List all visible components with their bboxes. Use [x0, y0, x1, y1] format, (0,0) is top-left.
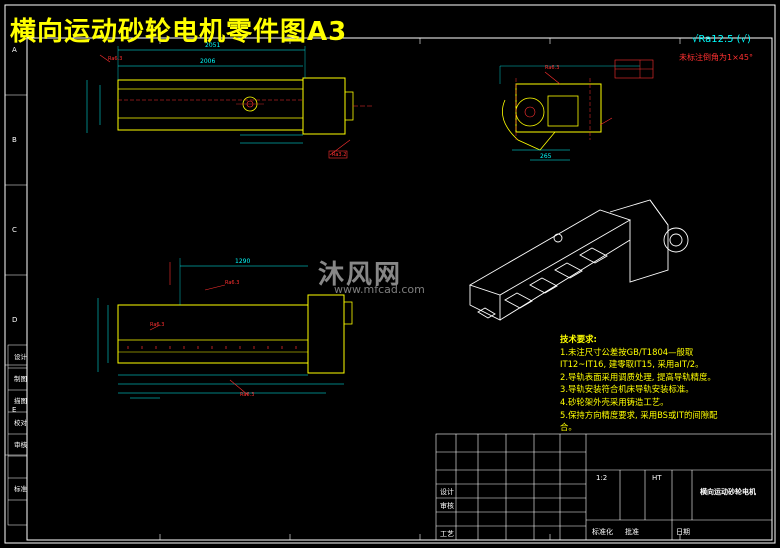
- dim-top-overall: 2051: [205, 42, 221, 49]
- zone-letter: E: [12, 406, 17, 414]
- tb-design: 设计: [440, 488, 454, 496]
- side-label: 制图: [14, 375, 27, 383]
- watermark-logo: 沐风网: [318, 260, 403, 290]
- roughness-note: √Ra12.5 (√): [692, 34, 751, 45]
- ra-tag: Ra6.3: [150, 322, 165, 328]
- tb-standard: 标准化: [592, 528, 613, 536]
- side-label: 标准: [14, 485, 27, 493]
- tb-check: 审核: [440, 502, 454, 510]
- front-view: [97, 258, 353, 399]
- title-block-lines: [435, 433, 773, 541]
- dim-end-width: 265: [540, 153, 552, 160]
- zone-letter: C: [12, 226, 17, 234]
- ra-tag: Ra6.3: [108, 56, 123, 62]
- requirement-line: 4.砂轮架外壳采用铸造工艺。: [560, 396, 669, 407]
- inner-frame: [26, 37, 773, 541]
- side-stamp: [7, 344, 28, 526]
- requirements-heading: 技术要求:: [560, 334, 597, 344]
- requirement-line: 1.未注尺寸公差按GB/T1804—般取: [560, 346, 694, 357]
- side-label: 校对: [14, 419, 27, 427]
- tb-scale-label: 1:2: [596, 474, 608, 482]
- tb-material: HT: [652, 474, 662, 482]
- requirement-line: 3.导轨安装符合机床导轨安装标准。: [560, 384, 694, 395]
- roughness-value: Ra12.5: [698, 34, 734, 45]
- side-label: 设计: [14, 353, 27, 361]
- zone-letter: B: [12, 136, 17, 144]
- tb-craft: 工艺: [440, 530, 454, 538]
- requirement-line: 合。: [560, 422, 577, 433]
- top-view: [86, 46, 372, 159]
- isometric-view: [468, 199, 689, 321]
- requirement-line: 5.保持方向精度要求, 采用BS或IT的间隙配: [560, 409, 718, 420]
- ra-tag: Ra6.3: [545, 65, 560, 71]
- side-label: 审核: [14, 441, 27, 449]
- tb-date: 日期: [676, 528, 690, 536]
- side-view: [499, 59, 654, 161]
- technical-requirements: 技术要求: 1.未注尺寸公差按GB/T1804—般取 IT12~IT16, 建零…: [560, 333, 770, 434]
- dim-bottom-overall: 1290: [235, 258, 251, 265]
- dim-top-sub: 2006: [200, 58, 216, 65]
- requirement-line: IT12~IT16, 建零取IT15, 采用aIT/2。: [560, 359, 704, 370]
- zone-letter: D: [12, 316, 18, 324]
- zone-ticks: [5, 38, 681, 540]
- tb-approve: 批准: [625, 528, 639, 536]
- requirement-line: 2.导轨表面采用调质处理, 提高导轨精度。: [560, 371, 716, 382]
- ra-tag: Ra6.3: [240, 392, 255, 398]
- ra-tag: Ra3.2: [332, 152, 347, 158]
- chamfer-note: 未标注倒角为1×45°: [679, 53, 753, 62]
- watermark-url: www.mfcad.com: [334, 283, 425, 296]
- side-label: 描图: [14, 397, 27, 405]
- outer-frame: [4, 4, 776, 544]
- zone-letter: A: [12, 46, 17, 54]
- drawing-title: 横向运动砂轮电机零件图A3: [10, 17, 348, 47]
- tb-part-name: 横向运动砂轮电机: [700, 488, 756, 496]
- ra-tag: Ra6.3: [225, 280, 240, 286]
